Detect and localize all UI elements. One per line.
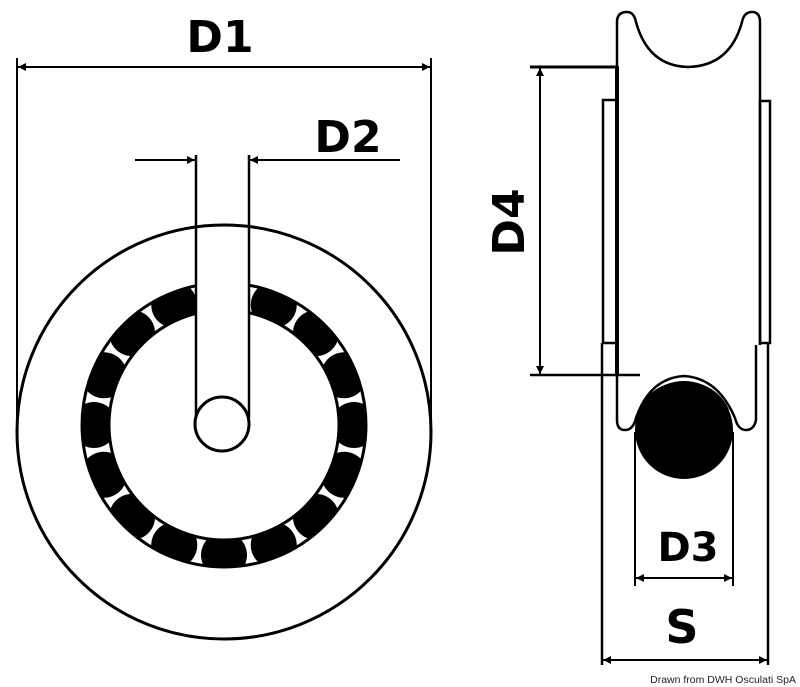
front-view [15,155,433,641]
dimension-d1 [16,58,432,430]
label-d4: D4 [484,188,535,255]
label-d1: D1 [186,12,253,63]
dimension-d3 [634,432,734,586]
axle-hole [193,395,251,453]
label-d3: D3 [657,525,718,571]
dimension-d4 [530,65,640,377]
caption-credit: Drawn from DWH Osculati SpA [650,674,796,686]
side-view [600,10,772,665]
rope-section [635,381,733,479]
label-d2: D2 [314,112,381,163]
side-plate-left [601,98,619,345]
sheave-side-profile-bottom [615,345,758,432]
sheave-side-profile-top [615,10,762,345]
sheave-outer-circle [15,223,433,641]
label-s: S [665,600,698,654]
side-plate-right [758,99,772,345]
